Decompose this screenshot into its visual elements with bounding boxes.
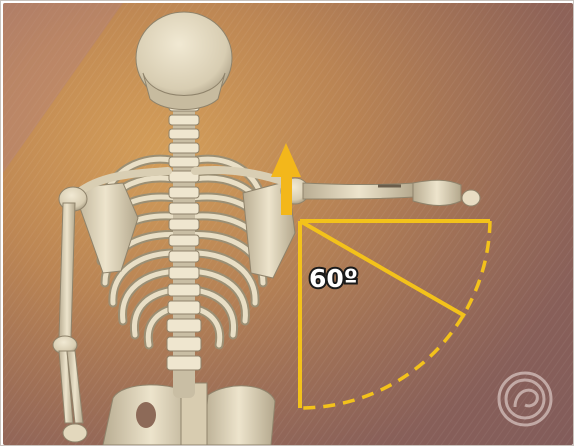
skull	[136, 12, 232, 110]
angle-label: 60º	[309, 264, 358, 293]
skeleton-illustration: 60º	[3, 3, 573, 445]
illustration-scene: 60º	[3, 3, 573, 445]
